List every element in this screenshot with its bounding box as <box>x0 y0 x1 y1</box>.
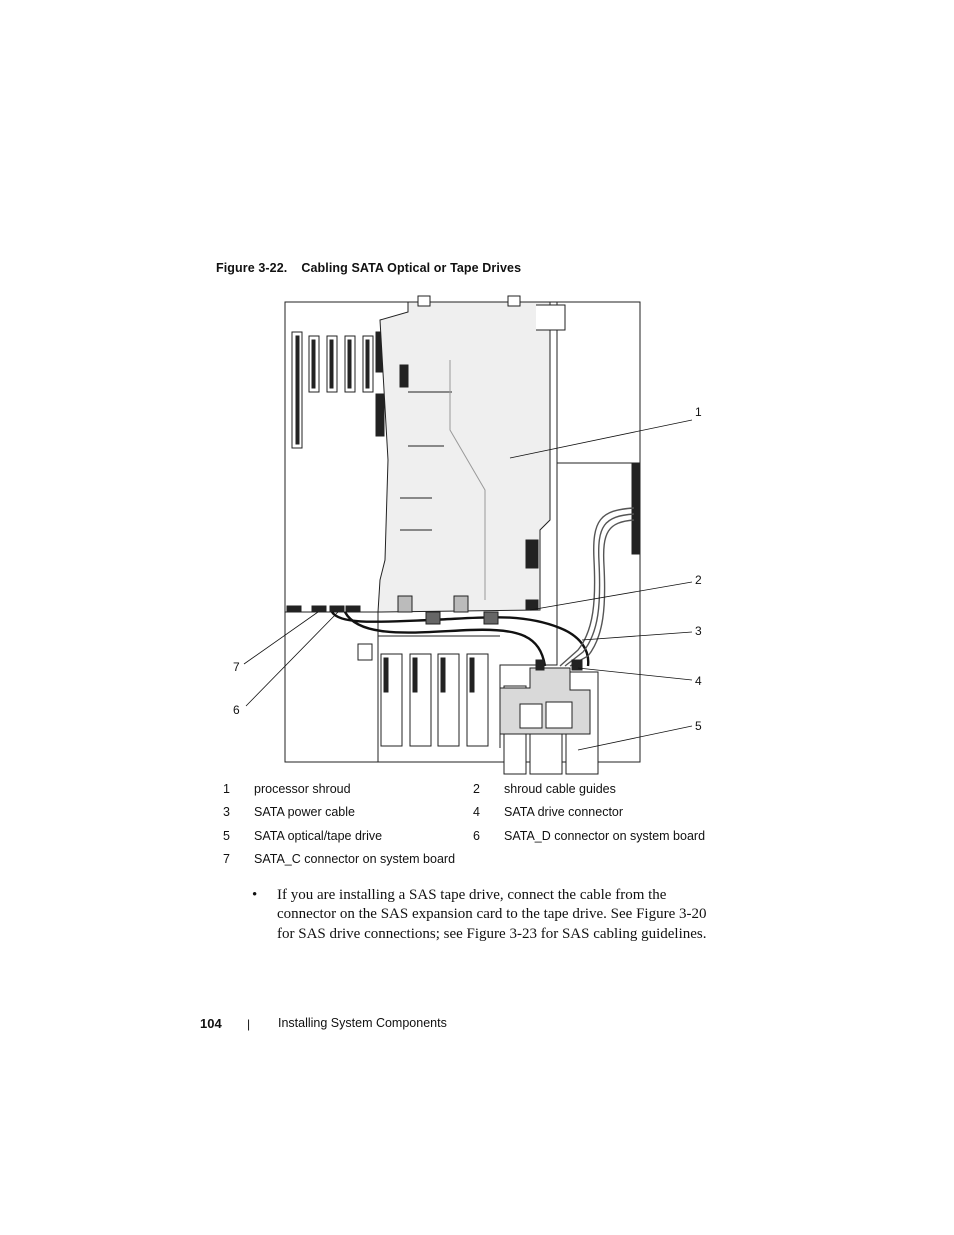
legend-number: 1 <box>223 782 230 796</box>
figure-title: Cabling SATA Optical or Tape Drives <box>301 261 522 275</box>
callout-2: 2 <box>695 573 702 587</box>
shroud-cable-guide <box>425 611 441 625</box>
legend-number: 4 <box>473 805 480 820</box>
legend-label: SATA_D connector on system board <box>504 828 706 843</box>
callout-4: 4 <box>695 674 702 688</box>
legend-row: 1 processor shroud 2 shroud cable guides <box>223 782 743 805</box>
processor-shroud <box>377 301 551 613</box>
legend-number: 7 <box>223 851 230 866</box>
footer-separator: | <box>247 1017 251 1031</box>
chassis-side-bay <box>556 302 640 464</box>
legend-label: processor shroud <box>254 782 351 796</box>
legend-row: 5 SATA optical/tape drive 6 SATA_D conne… <box>223 829 743 852</box>
figure-caption: Figure 3-22. Cabling SATA Optical or Tape… <box>216 261 521 275</box>
legend-row: 3 SATA power cable 4 SATA drive connecto… <box>223 805 743 828</box>
page-number: 104 <box>200 1016 222 1031</box>
sata-drive-connector <box>571 659 583 671</box>
legend-label: shroud cable guides <box>504 782 616 796</box>
sata-optical-tape-drive <box>499 659 599 775</box>
callout-5: 5 <box>695 719 702 733</box>
legend-number: 3 <box>223 805 230 820</box>
side-connector-board <box>631 463 641 555</box>
sata-drive-connector <box>535 659 545 671</box>
legend-number: 2 <box>473 782 480 796</box>
drive-bay-slots <box>357 643 489 747</box>
callout-labels: 1 2 3 4 5 6 7 <box>233 405 702 733</box>
sata-d-connector <box>329 605 345 613</box>
bullet-text: If you are installing a SAS tape drive, … <box>277 887 707 942</box>
lower-bay <box>285 611 379 762</box>
legend-label: SATA power cable <box>254 805 355 820</box>
footer-section-title: Installing System Components <box>278 1016 447 1030</box>
callout-7: 7 <box>233 660 240 674</box>
callout-3: 3 <box>695 624 702 638</box>
callout-leaders <box>243 419 693 751</box>
legend-label: SATA_C connector on system board <box>254 851 456 866</box>
legend-row: 7 SATA_C connector on system board <box>223 852 743 875</box>
sata-power-cable <box>559 507 635 667</box>
expansion-slots <box>291 331 385 449</box>
legend-label: SATA optical/tape drive <box>254 828 383 843</box>
callout-1: 1 <box>695 405 702 419</box>
legend-number: 5 <box>223 828 230 843</box>
legend-label: SATA drive connector <box>504 805 624 820</box>
figure-number: Figure 3-22. <box>216 261 288 275</box>
sata-c-connector <box>311 605 327 613</box>
sata-cables <box>330 611 590 667</box>
legend-number: 6 <box>473 828 480 843</box>
figure-legend: 1 processor shroud 2 shroud cable guides… <box>223 782 743 875</box>
shroud-cable-guide <box>483 611 499 625</box>
callout-6: 6 <box>233 703 240 717</box>
bullet-paragraph: • If you are installing a SAS tape drive… <box>252 886 722 944</box>
bullet-marker: • <box>252 887 258 903</box>
